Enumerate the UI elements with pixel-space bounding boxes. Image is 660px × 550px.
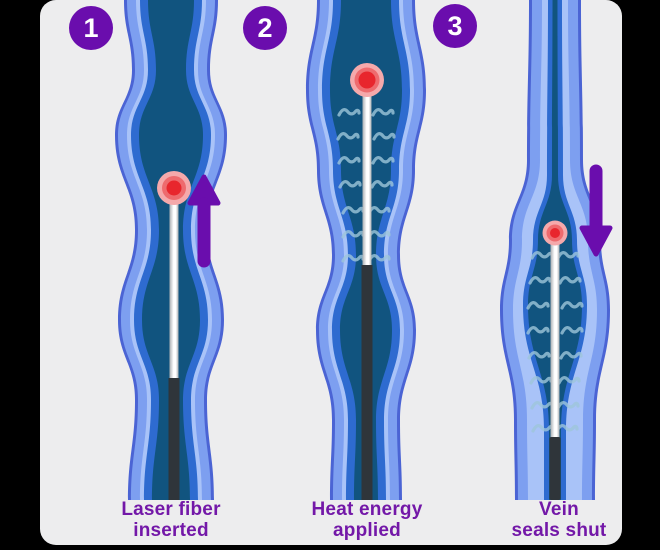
laser-fiber xyxy=(350,63,384,500)
laser-fiber xyxy=(157,171,191,500)
laser-fiber xyxy=(542,220,568,500)
panel-2-caption: Heat energy applied xyxy=(277,499,457,541)
step-2-badge: 2 xyxy=(243,6,287,50)
arrow-down-icon xyxy=(579,164,613,257)
panel-3-caption: Vein seals shut xyxy=(469,499,622,541)
panel-1-caption: Laser fiber inserted xyxy=(81,499,261,541)
step-1-badge: 1 xyxy=(69,6,113,50)
caption-line: Vein xyxy=(539,499,579,520)
vein-illustration-step1 xyxy=(115,0,227,500)
arrow-up-icon xyxy=(187,174,221,268)
vein-illustration-step3 xyxy=(500,0,610,500)
caption-line: Heat energy xyxy=(311,499,423,520)
step-3-badge: 3 xyxy=(433,4,477,48)
vein-illustration-step2 xyxy=(306,0,426,500)
caption-line: applied xyxy=(333,520,401,541)
illustration-card: 1 2 3 Laser fiber inserted Heat energy a… xyxy=(40,0,622,545)
laser-tip-icon xyxy=(542,220,568,246)
caption-line: Laser fiber xyxy=(121,499,221,520)
laser-tip-icon xyxy=(157,171,191,205)
caption-line: inserted xyxy=(133,520,209,541)
caption-line: seals shut xyxy=(511,520,607,541)
laser-tip-icon xyxy=(350,63,384,97)
